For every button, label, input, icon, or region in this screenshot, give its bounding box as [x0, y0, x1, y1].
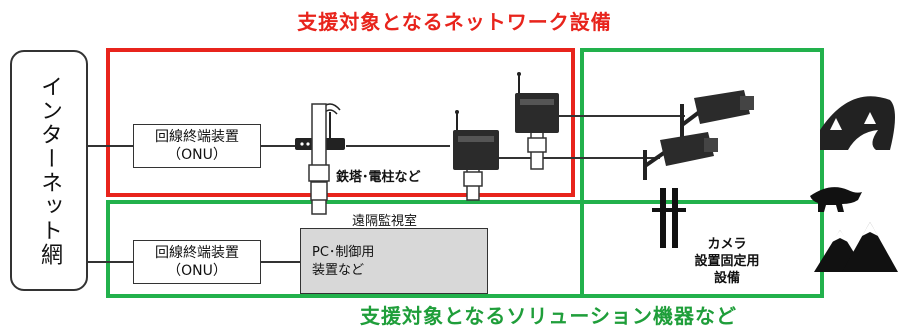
camera-mount-line1: カメラ: [707, 237, 747, 252]
security-camera-icon: [643, 132, 718, 180]
forest-landscape-icon: [820, 96, 895, 150]
internet-label: インターネット網: [37, 74, 62, 267]
onu-upper: 回線終端装置 （ONU）: [133, 124, 261, 168]
camera-mount-line3: 設備: [713, 271, 740, 286]
wireless-unit-icon: [515, 72, 559, 133]
monitoring-room-box: [300, 228, 488, 294]
camera-mount-label: カメラ 設置固定用 設備: [672, 236, 782, 287]
solution-equipment-frame-upper: [580, 48, 824, 298]
network-equipment-frame: [106, 48, 575, 197]
wireless-unit-icon: [453, 110, 499, 170]
camera-mount-line2: 設置固定用: [694, 254, 760, 269]
pole-icon: [308, 103, 330, 215]
pole-icon: [527, 124, 547, 170]
onu-lower-abbrev: （ONU）: [167, 263, 227, 279]
wild-boar-icon: [810, 187, 862, 212]
onu-upper-abbrev: （ONU）: [167, 147, 227, 163]
pc-control-label: PC･制御用 装置など: [312, 244, 374, 280]
solution-equipment-frame-lower: [106, 200, 824, 298]
onu-lower-label: 回線終端装置: [155, 245, 239, 261]
internet-box: インターネット網: [10, 50, 88, 291]
pc-control-line1: PC･制御用: [312, 245, 375, 260]
network-equipment-title: 支援対象となるネットワーク設備: [297, 10, 612, 34]
solution-equipment-title: 支援対象となるソリューション機器など: [360, 304, 737, 328]
camera-mount-icon: [652, 188, 686, 248]
mountains-icon: [814, 222, 898, 272]
onu-upper-label: 回線終端装置: [155, 129, 239, 145]
onu-lower: 回線終端装置 （ONU）: [133, 240, 261, 284]
monitoring-room-label: 遠隔監視室: [352, 214, 418, 229]
tower-label: 鉄塔･電柱など: [336, 170, 421, 185]
pc-control-line2: 装置など: [312, 263, 365, 278]
connection-lines: [86, 115, 685, 263]
